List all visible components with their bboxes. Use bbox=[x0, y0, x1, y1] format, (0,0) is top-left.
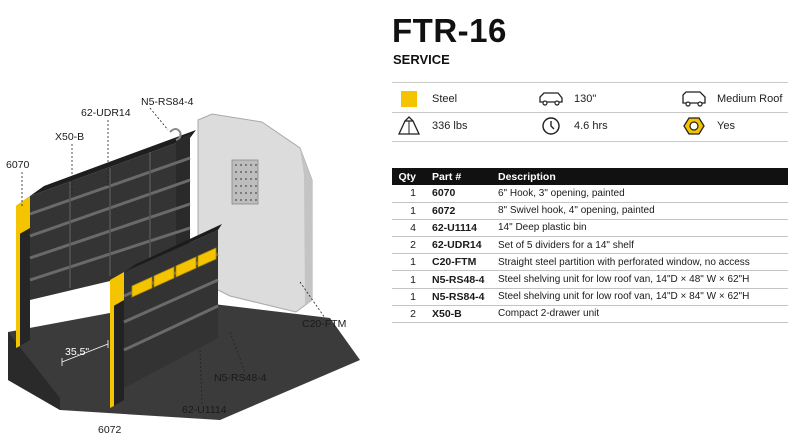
row-qty: 1 bbox=[392, 270, 428, 289]
row-description: Straight steel partition with perforated… bbox=[494, 253, 788, 272]
spec-install-time-label: 4.6 hrs bbox=[574, 120, 608, 132]
van-floor bbox=[8, 300, 360, 420]
table-row: 2 62-UDR14 Set of 5 dividers for a 14" s… bbox=[392, 236, 788, 255]
row-part: 62-U1114 bbox=[428, 219, 494, 238]
row-part: 6072 bbox=[428, 202, 494, 220]
swivel-hook bbox=[169, 128, 182, 141]
callout-n5-rs84-4: N5-RS84-4 bbox=[141, 96, 194, 108]
callout-dimension: 35.5" bbox=[65, 346, 90, 358]
spec-install-time: 4.6 hrs bbox=[538, 116, 608, 136]
row-qty: 1 bbox=[392, 253, 428, 272]
divider-top bbox=[392, 82, 788, 83]
divider-mid bbox=[392, 112, 788, 113]
floor-edge bbox=[8, 332, 60, 410]
front-shelving-unit bbox=[110, 224, 222, 408]
product-subtitle: SERVICE bbox=[393, 52, 450, 67]
table-row: 4 62-U1114 14" Deep plastic bin bbox=[392, 219, 788, 238]
spec-roof: Medium Roof bbox=[681, 89, 782, 109]
callout-c20-ftm: C20-FTM bbox=[302, 318, 347, 330]
van-wheelbase-icon bbox=[538, 89, 564, 109]
spec-hardware-label: Yes bbox=[717, 120, 735, 132]
spec-material-label: Steel bbox=[432, 93, 458, 105]
row-description: Set of 5 dividers for a 14" shelf bbox=[494, 236, 788, 255]
row-part: X50-B bbox=[428, 305, 494, 324]
partition-side bbox=[300, 148, 312, 305]
row-qty: 1 bbox=[392, 185, 428, 203]
callout-62-u1114: 62-U1114 bbox=[182, 404, 227, 416]
callout-6072: 6072 bbox=[98, 424, 122, 434]
parts-table: Qty Part # Description 1 6070 6" Hook, 3… bbox=[392, 168, 788, 324]
row-description: Steel shelving unit for low roof van, 14… bbox=[494, 270, 788, 289]
table-row: 1 6070 6" Hook, 3" opening, painted bbox=[392, 185, 788, 203]
row-part: N5-RS48-4 bbox=[428, 270, 494, 289]
callout-6070: 6070 bbox=[6, 159, 30, 171]
row-part: 6070 bbox=[428, 185, 494, 203]
header-qty: Qty bbox=[392, 168, 428, 185]
row-description: Compact 2-drawer unit bbox=[494, 305, 788, 324]
row-part: 62-UDR14 bbox=[428, 236, 494, 255]
spec-roof-label: Medium Roof bbox=[717, 93, 783, 105]
clock-icon bbox=[538, 116, 564, 136]
row-qty: 2 bbox=[392, 236, 428, 255]
header-description: Description bbox=[494, 168, 788, 185]
callout-leader-lines bbox=[21, 107, 326, 405]
van-shelving-illustration: N5-RS84-4 62-UDR14 X50-B 6070 C20-FTM 35… bbox=[0, 0, 385, 434]
spec-material: Steel bbox=[396, 89, 457, 109]
product-title: FTR-16 bbox=[392, 12, 507, 49]
perforated-window bbox=[231, 159, 259, 205]
row-qty: 2 bbox=[392, 305, 428, 324]
row-description: 14" Deep plastic bin bbox=[494, 219, 788, 238]
table-row: 1 N5-RS84-4 Steel shelving unit for low … bbox=[392, 288, 788, 306]
table-row: 1 6072 8" Swivel hook, 4" opening, paint… bbox=[392, 202, 788, 220]
shelving-render bbox=[8, 107, 360, 420]
row-description: Steel shelving unit for low roof van, 14… bbox=[494, 288, 788, 306]
weight-icon bbox=[396, 116, 422, 136]
spec-weight: 336 lbs bbox=[396, 116, 467, 136]
spec-wheelbase-label: 130" bbox=[574, 93, 597, 105]
row-qty: 1 bbox=[392, 288, 428, 306]
row-qty: 1 bbox=[392, 202, 428, 220]
hardware-nut-icon bbox=[681, 116, 707, 136]
row-part: N5-RS84-4 bbox=[428, 288, 494, 306]
table-row: 2 X50-B Compact 2-drawer unit bbox=[392, 305, 788, 324]
callout-x50-b: X50-B bbox=[55, 131, 85, 143]
row-description: 6" Hook, 3" opening, painted bbox=[494, 185, 788, 203]
spec-hardware: Yes bbox=[681, 116, 735, 136]
van-roof-icon bbox=[681, 89, 707, 109]
row-part: C20-FTM bbox=[428, 253, 494, 272]
callout-n5-rs48-4: N5-RS48-4 bbox=[214, 372, 267, 384]
dimension-line bbox=[61, 340, 109, 366]
color-swatch-icon bbox=[396, 89, 422, 109]
table-row: 1 N5-RS48-4 Steel shelving unit for low … bbox=[392, 270, 788, 289]
spec-wheelbase: 130" bbox=[538, 89, 596, 109]
yellow-bins bbox=[131, 247, 217, 298]
table-row: 1 C20-FTM Straight steel partition with … bbox=[392, 253, 788, 272]
divider-bottom bbox=[392, 141, 788, 142]
parts-table-header: Qty Part # Description bbox=[392, 168, 788, 185]
spec-weight-label: 336 lbs bbox=[432, 120, 468, 132]
header-part: Part # bbox=[428, 168, 494, 185]
callout-62-udr14: 62-UDR14 bbox=[81, 107, 131, 119]
row-description: 8" Swivel hook, 4" opening, painted bbox=[494, 202, 788, 220]
row-qty: 4 bbox=[392, 219, 428, 238]
